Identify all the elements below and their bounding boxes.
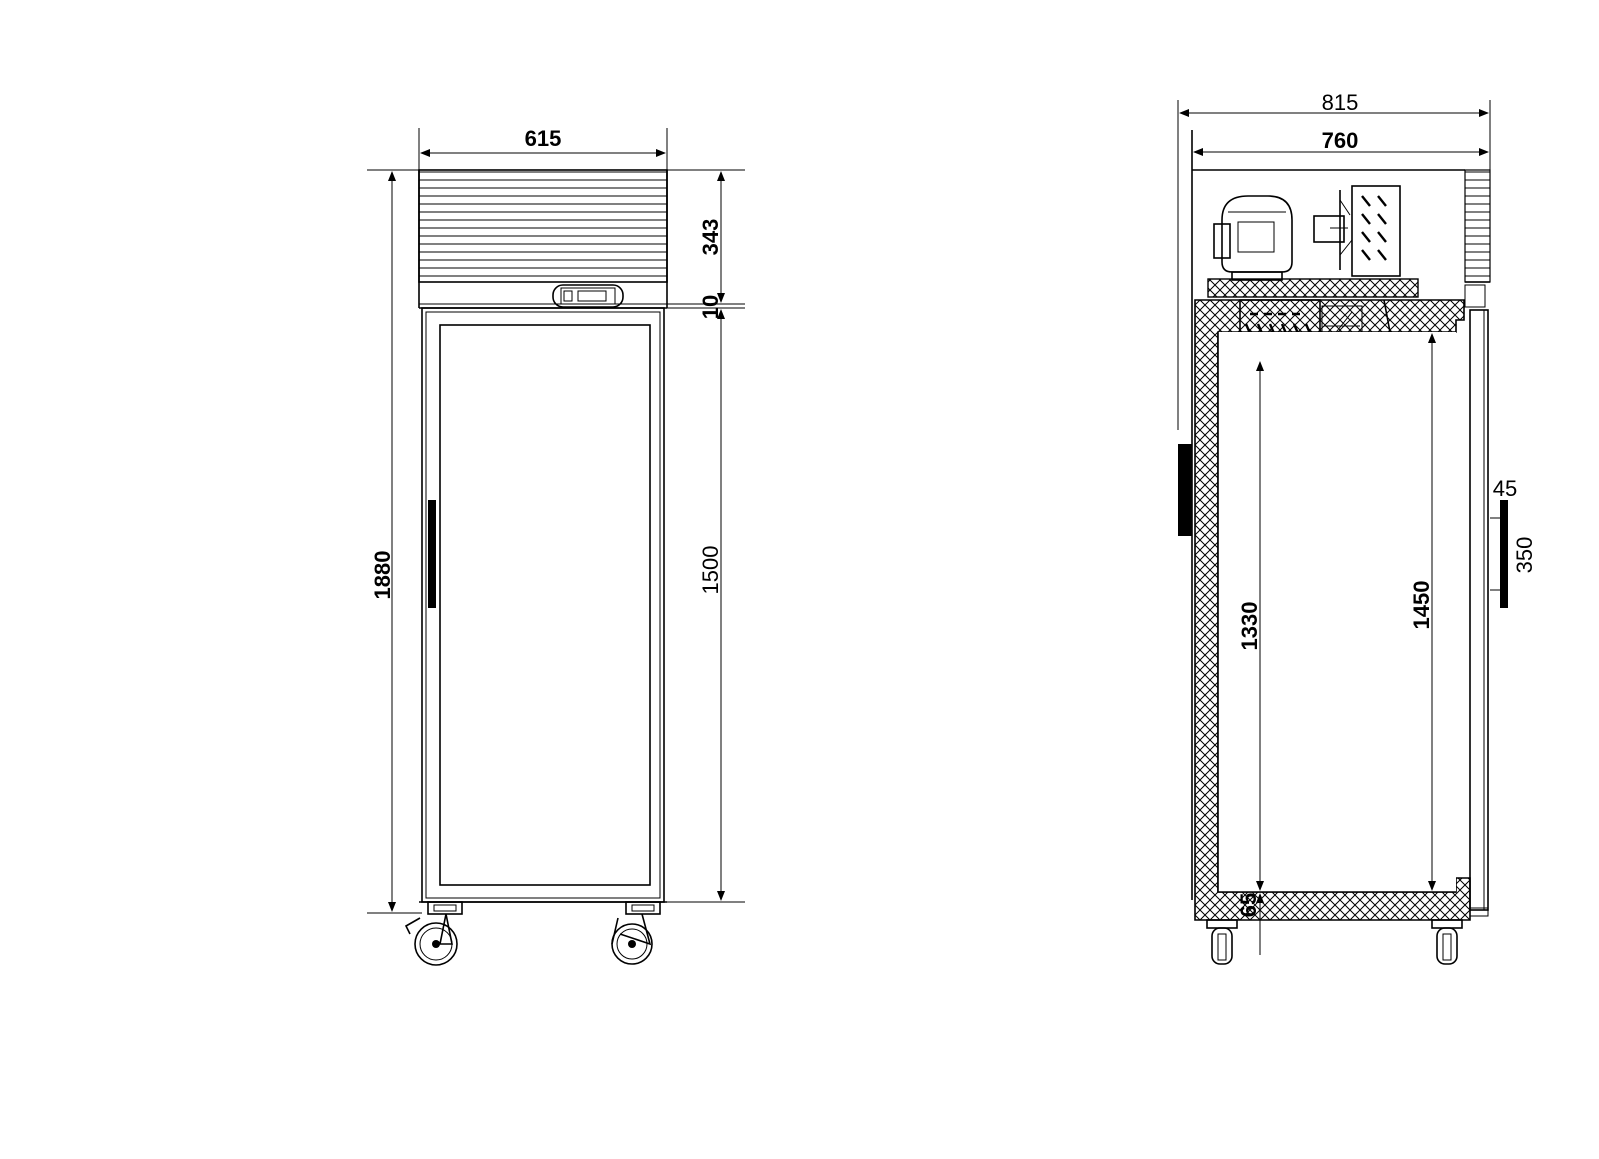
front-top-unit: [418, 169, 668, 283]
compressor-icon: [1213, 195, 1293, 281]
dim-interior-height-1-label: 1330: [1237, 602, 1262, 651]
dim-interior-height-2-label: 1450: [1409, 581, 1434, 630]
front-door: [421, 307, 665, 903]
front-view: 615 1880 343 10 1500: [367, 126, 745, 966]
dim-door-height-label: 1500: [698, 546, 723, 595]
side-rear-bumper: [1178, 444, 1192, 536]
side-door: [1469, 309, 1489, 911]
dim-bottom-clearance-label: 65: [1236, 893, 1261, 917]
dim-body-depth-label: 760: [1322, 128, 1359, 153]
dim-front-width-label: 615: [525, 126, 562, 151]
side-caster-right: [1431, 919, 1463, 965]
door-handle: [428, 500, 436, 608]
dim-handle-offset-label: 45: [1493, 476, 1517, 501]
door-glass: [439, 324, 651, 886]
front-caster-left: [404, 901, 463, 966]
front-caster-right: [611, 901, 661, 965]
side-view: 815 760 45 350 1330 1450 65: [1177, 90, 1537, 965]
side-caster-left: [1206, 919, 1238, 965]
top-insulation-slab: [1207, 278, 1419, 298]
dim-overall-depth-label: 815: [1322, 90, 1359, 115]
condenser-fan-icon: [1313, 190, 1353, 270]
dim-handle-length-label: 350: [1512, 537, 1537, 574]
dim-total-height-label: 1880: [370, 551, 395, 600]
side-grill: [1464, 169, 1491, 283]
dim-top-unit-label: 343: [698, 219, 723, 256]
dim-gap-label: 10: [698, 295, 723, 319]
condenser-coil-icon: [1351, 185, 1401, 277]
side-door-handle: [1500, 500, 1508, 608]
